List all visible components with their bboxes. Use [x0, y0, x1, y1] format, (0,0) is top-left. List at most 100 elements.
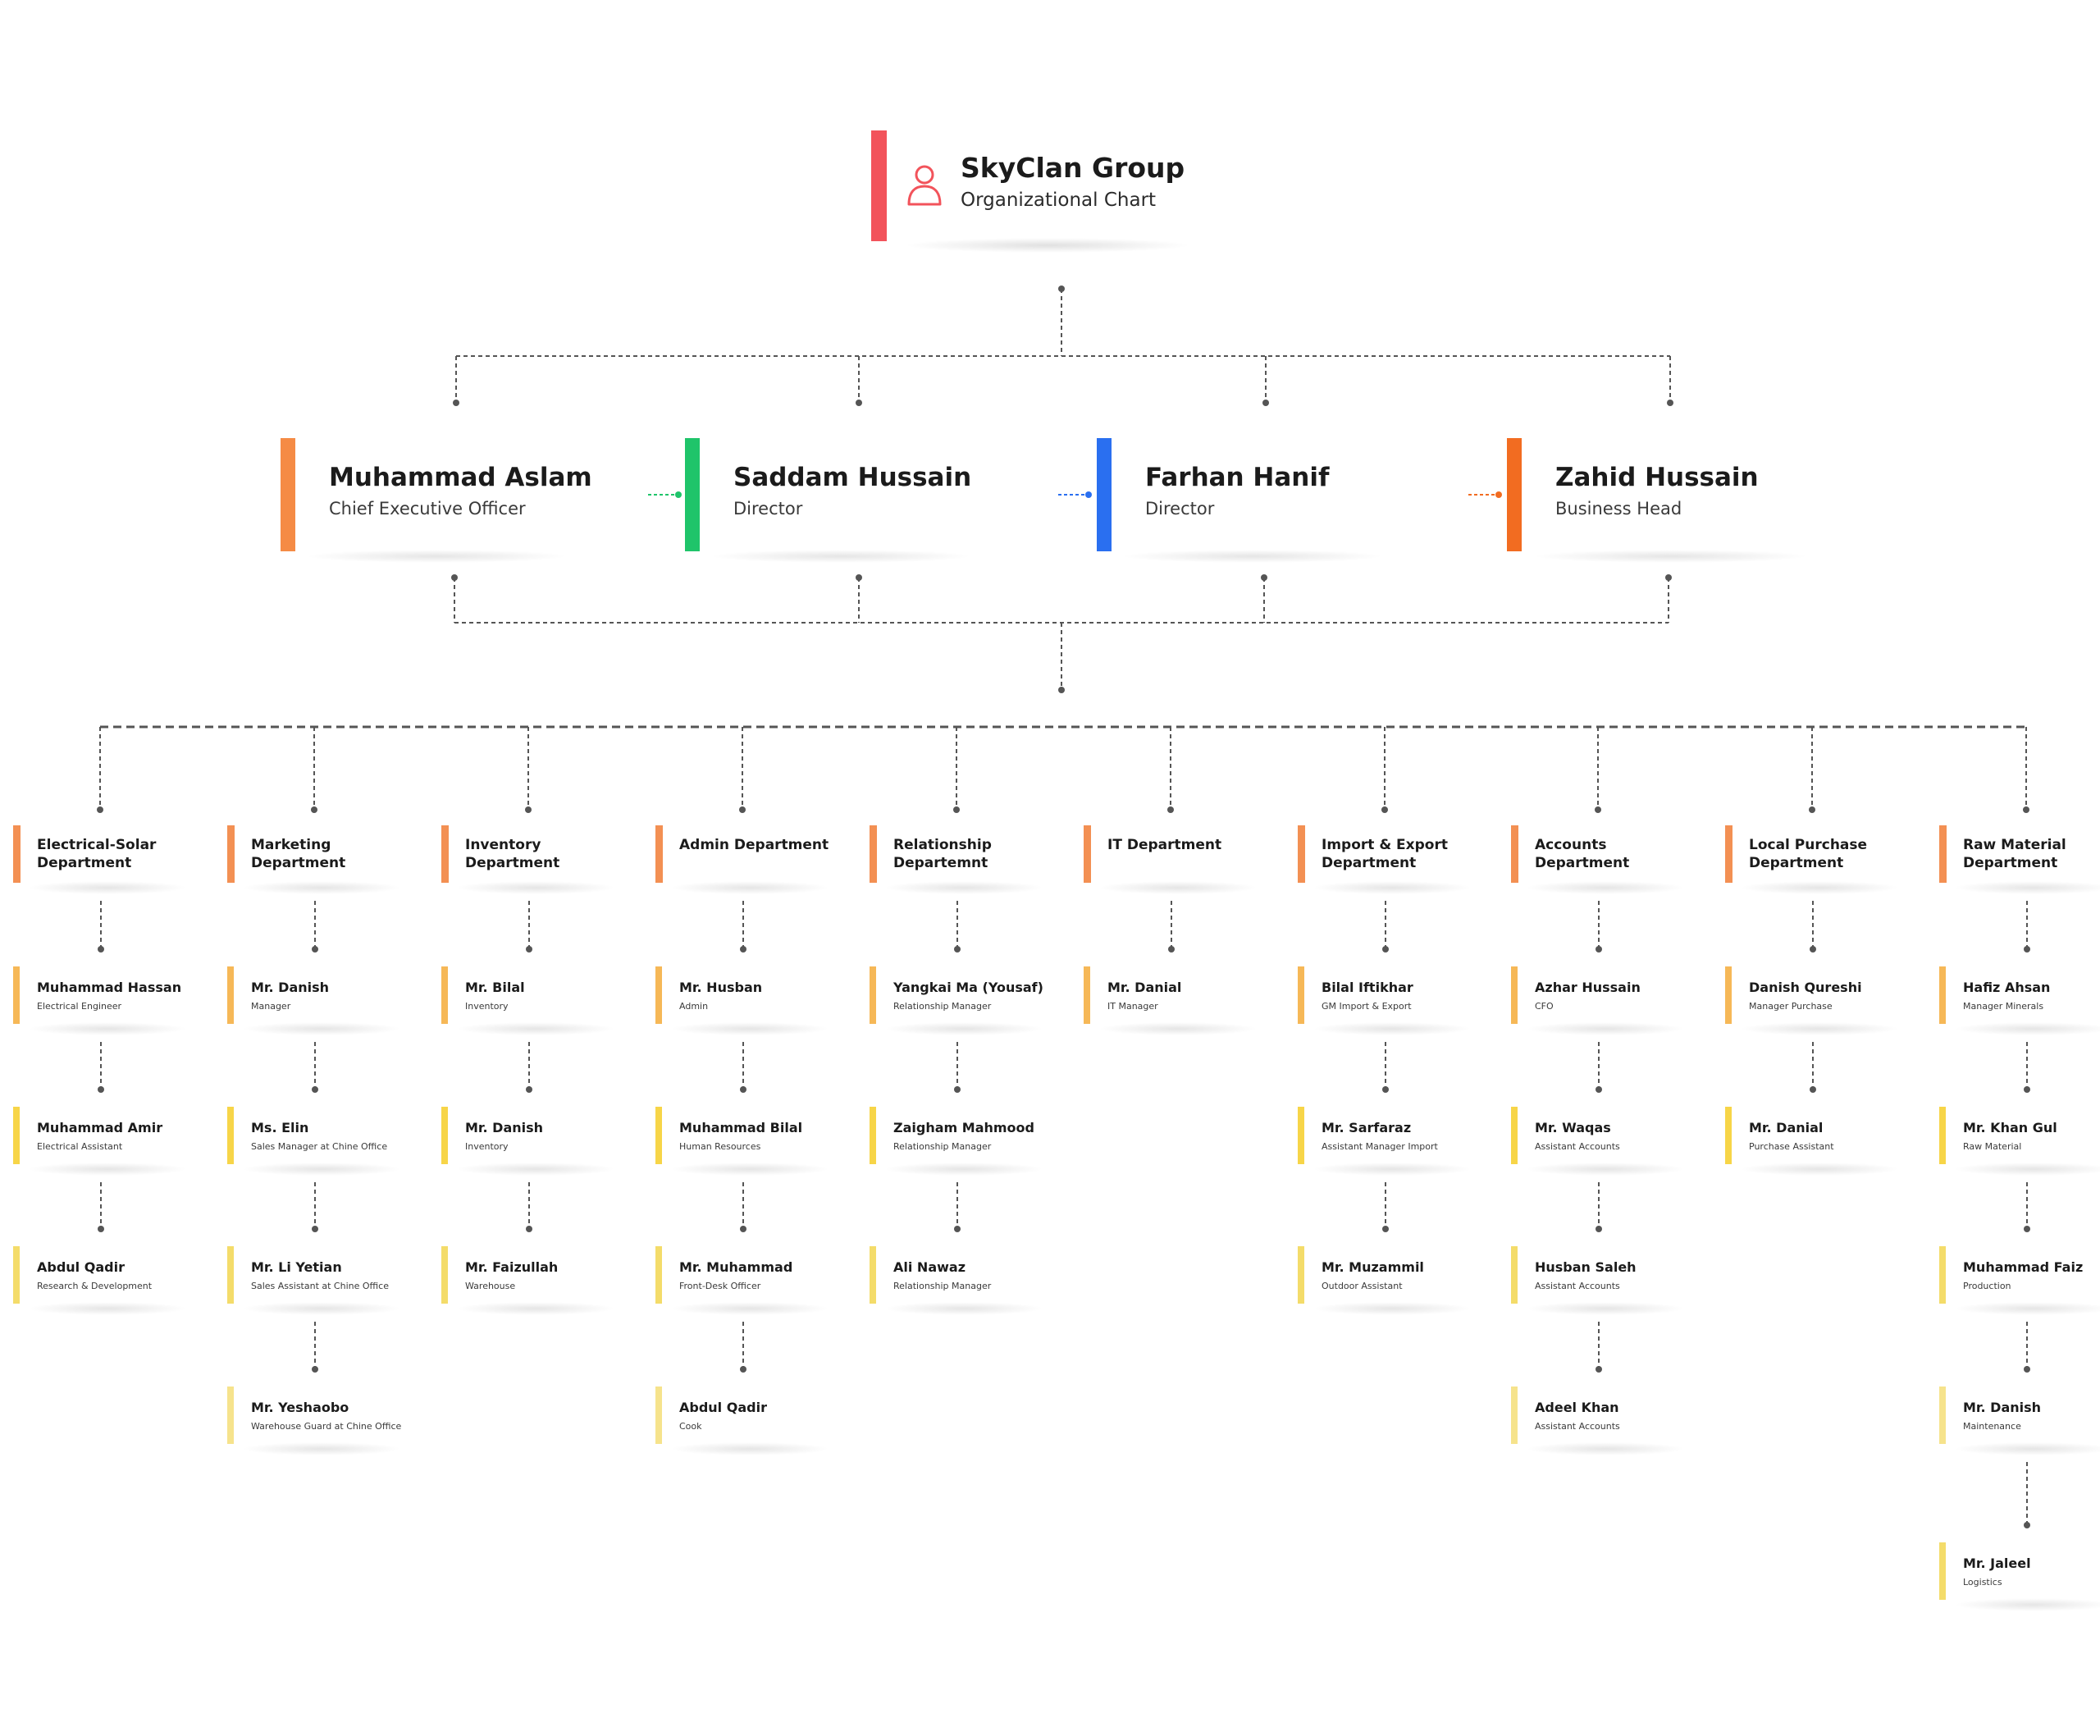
connector-dot: [740, 1366, 746, 1373]
accent-bar: [1725, 1107, 1732, 1164]
connector-dot: [2024, 1522, 2030, 1528]
executive-name: Farhan Hanif: [1145, 463, 1330, 492]
accent-bar: [1084, 825, 1091, 883]
member-name: Mr. Waqas: [1535, 1120, 1611, 1135]
connector-dot: [2023, 806, 2029, 813]
department-card: Admin Department: [655, 825, 844, 894]
connector-dot: [739, 806, 746, 813]
member-name: Ms. Elin: [251, 1120, 309, 1135]
connector-dot: [740, 1086, 746, 1093]
member-role: Relationship Manager: [893, 1141, 992, 1152]
connector-dot: [453, 400, 459, 406]
member-name: Yangkai Ma (Yousaf): [893, 980, 1043, 995]
accent-bar: [655, 1387, 662, 1444]
department-name: Local Purchase Department: [1749, 837, 1868, 872]
member-name: Mr. Danish: [251, 980, 330, 995]
member-name: Mr. Yeshaobo: [251, 1400, 349, 1415]
member-role: Cook: [679, 1421, 702, 1432]
accent-bar: [1511, 1246, 1518, 1304]
accent-bar: [13, 966, 20, 1024]
department-card: IT Department: [1084, 825, 1272, 894]
executive-name: Muhammad Aslam: [329, 463, 592, 492]
connector-dot: [1381, 806, 1388, 813]
accent-bar: [1939, 1387, 1946, 1444]
member-name: Danish Qureshi: [1749, 980, 1862, 995]
connector-dot: [98, 1086, 104, 1093]
connector-dot: [1168, 946, 1175, 953]
accent-bar: [1939, 1542, 1946, 1600]
connector-dot: [740, 1226, 746, 1232]
connector-dot: [312, 1226, 318, 1232]
company-name: SkyClan Group: [961, 152, 1185, 184]
executive-role: Chief Executive Officer: [329, 499, 526, 519]
connector-dot: [675, 491, 682, 498]
member-name: Azhar Hussain: [1535, 980, 1641, 995]
connector-dot: [525, 806, 532, 813]
member-name: Mr. Husban: [679, 980, 763, 995]
connector-dot: [1382, 946, 1389, 953]
connector-dot: [312, 1086, 318, 1093]
member-role: Logistics: [1963, 1577, 2002, 1588]
accent-bar: [685, 438, 700, 551]
accent-bar: [1725, 966, 1732, 1024]
accent-bar: [1298, 966, 1304, 1024]
connector-dot: [1667, 400, 1673, 406]
connector-dot: [526, 1226, 532, 1232]
member-role: Manager: [251, 1001, 291, 1012]
member-role: Assistant Manager Import: [1322, 1141, 1438, 1152]
member-name: Muhammad Amir: [37, 1120, 163, 1135]
member-role: Research & Development: [37, 1281, 153, 1291]
member-name: Mr. Danial: [1749, 1120, 1824, 1135]
connector-dot: [1809, 806, 1815, 813]
member-name: Abdul Qadir: [37, 1259, 125, 1275]
executive-name: Saddam Hussain: [733, 463, 972, 492]
accent-bar: [281, 438, 295, 551]
member-name: Mr. Bilal: [465, 980, 525, 995]
connector-dot: [1262, 400, 1269, 406]
connector-dot: [526, 946, 532, 953]
connector-dot: [1810, 946, 1816, 953]
connector-dot: [954, 1226, 961, 1232]
member-name: Husban Saleh: [1535, 1259, 1637, 1275]
accent-bar: [1511, 1387, 1518, 1444]
member-role: Sales Manager at Chine Office: [251, 1141, 388, 1152]
connector-dot: [1382, 1086, 1389, 1093]
accent-bar: [1298, 825, 1305, 883]
member-name: Muhammad Faiz: [1963, 1259, 2084, 1275]
member-role: Purchase Assistant: [1749, 1141, 1834, 1152]
member-name: Hafiz Ahsan: [1963, 980, 2051, 995]
department-name: Relationship Departemnt: [893, 837, 992, 872]
connector-dot: [1596, 1086, 1602, 1093]
accent-bar: [870, 966, 876, 1024]
member-role: Assistant Accounts: [1535, 1141, 1620, 1152]
department-name: Import & Export Department: [1322, 837, 1448, 872]
accent-bar: [441, 1107, 448, 1164]
connector-dot: [98, 1226, 104, 1232]
accent-bar: [227, 1387, 234, 1444]
